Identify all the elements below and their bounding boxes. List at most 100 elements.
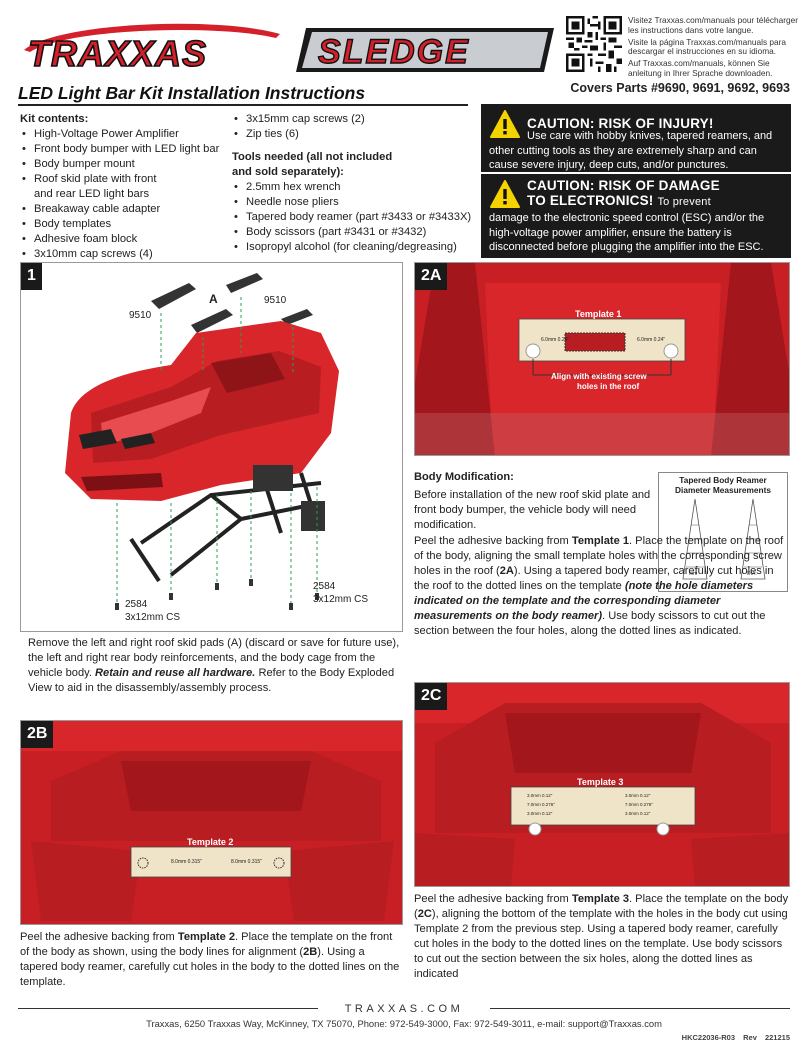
- callout-text-1: Align with existing screw: [551, 372, 647, 381]
- caution-electronics-lead: To prevent: [657, 196, 711, 208]
- lang-note-fr: Visitez Traxxas.com/manuals pour télécha…: [628, 15, 799, 35]
- step-1-text-emphasis: Retain and reuse all hardware.: [95, 667, 256, 680]
- lang-note-de: Auf Traxxas.com/manuals, können Sie anle…: [628, 58, 773, 78]
- list-item: Adhesive foam block: [20, 232, 225, 247]
- caution-electronics-heading-2: TO ELECTRONICS!: [527, 193, 654, 208]
- template-2-label: Template 2: [187, 837, 233, 847]
- footer-address: Traxxas, 6250 Traxxas Way, McKinney, TX …: [146, 1018, 662, 1029]
- step-number: 2B: [21, 721, 54, 748]
- dim-label: 6.0mm 0.24": [637, 337, 665, 343]
- body-mod-heading: Body Modification:: [414, 471, 514, 483]
- emphasis: (note the hole diameters indicated on th…: [414, 580, 754, 623]
- list-item: High-Voltage Power Amplifier: [20, 127, 225, 142]
- reamer-illustration: mm DIA.: [682, 498, 766, 580]
- doc-rev: Rev 221215: [743, 1033, 790, 1042]
- list-item: Zip ties (6): [232, 127, 482, 142]
- part-label-right: 9510: [264, 295, 287, 306]
- kit-list-2: 3x15mm cap screws (2) Zip ties (6): [232, 112, 482, 142]
- text-run: Peel the adhesive backing from: [414, 535, 572, 547]
- template-ref: Template 2: [177, 931, 236, 943]
- callout-text-2: holes in the roof: [577, 382, 640, 391]
- sledge-logo: SLEDGE: [296, 28, 554, 72]
- text-run: ). Using a tapered body reamer, carefull…: [20, 946, 400, 989]
- list-item: Body scissors (part #3431 or #3432): [232, 225, 482, 240]
- template-2-card: [130, 846, 292, 878]
- template-3-card: [510, 786, 696, 826]
- reamer-unit-2: DIA.: [747, 571, 757, 577]
- kit-contents: Kit contents: High-Voltage Power Amplifi…: [20, 112, 225, 262]
- kit-contents-continued: 3x15mm cap screws (2) Zip ties (6) Tools…: [232, 112, 482, 255]
- template-ref: Template 1: [571, 535, 630, 547]
- list-item: Roof skid plate with front: [20, 172, 225, 187]
- dim-label: 6.0mm 0.24": [541, 337, 569, 343]
- caution-injury-body: Use care with hobby knives, tapered ream…: [489, 130, 773, 172]
- list-item: Breakaway cable adapter: [20, 202, 225, 217]
- step-number: 1: [21, 263, 42, 290]
- tools-heading-2: and sold separately):: [232, 166, 344, 178]
- tools-list: 2.5mm hex wrench Needle nose pliers Tape…: [232, 180, 482, 255]
- caution-electronics-heading-1: CAUTION: RISK OF DAMAGE: [527, 178, 720, 194]
- caution-electronics: CAUTION: RISK OF DAMAGE TO ELECTRONICS! …: [481, 174, 791, 258]
- text-run: ). Using a tapered body reamer, carefull…: [414, 565, 774, 593]
- footer-rule-right: [490, 1008, 790, 1009]
- body-mod-intro: Body Modification: Before installation o…: [414, 470, 654, 533]
- body-mod-p1: Before installation of the new roof skid…: [414, 489, 651, 532]
- dim-label: 7.0mm 0.276": [527, 802, 555, 807]
- dim-label: 8.0mm 0.315": [231, 859, 262, 865]
- part-label-left: 9510: [129, 310, 152, 321]
- caution-injury-heading: CAUTION: RISK OF INJURY!: [527, 115, 714, 131]
- text-run: ), aligning the bottom of the template w…: [414, 908, 788, 981]
- footer-rule-left: [18, 1008, 318, 1009]
- body-mod-instructions: Peel the adhesive backing from Template …: [414, 534, 790, 640]
- step-2b-text: Peel the adhesive backing from Template …: [20, 930, 403, 990]
- reamer-title-2: Diameter Measurements: [675, 484, 771, 495]
- caution-electronics-body: damage to the electronic speed control (…: [489, 212, 765, 254]
- text-run: . Place the template on the roof of the …: [414, 535, 784, 578]
- roof-template-illustration: Template 1 6.0mm 0.24" 6.0mm 0.24" Align…: [415, 263, 789, 455]
- dim-label: 3.0mm 0.12": [625, 793, 651, 798]
- template-ref: Template 3: [571, 893, 630, 905]
- step-1-panel: 1 9510 9510 A: [20, 262, 403, 632]
- figure-ref: 2A: [499, 565, 514, 578]
- title-rule: [18, 104, 468, 106]
- list-item: 3x15mm cap screws (2): [232, 112, 482, 127]
- list-item: Body templates: [20, 217, 225, 232]
- brand-text: TRAXXAS: [28, 33, 207, 74]
- footer-codes: HKC22036-R03 Rev 221215: [682, 1033, 790, 1043]
- list-item: 2.5mm hex wrench: [232, 180, 482, 195]
- front-template-illustration: Template 2 8.0mm 0.315" 8.0mm 0.315": [21, 721, 402, 924]
- step-2b-panel: 2B Template 2 8.0mm 0.315" 8.0mm 0.315": [20, 720, 403, 925]
- page-title: LED Light Bar Kit Installation Instructi…: [18, 83, 366, 103]
- text-run: . Use body scissors to cut out the secti…: [414, 610, 766, 638]
- list-item: Front body bumper with LED light bar: [20, 142, 225, 157]
- text-run: . Place the template on the front of the…: [20, 931, 393, 959]
- lang-note-es: Visite la página Traxxas.com/manuals par…: [628, 36, 787, 57]
- figure-ref: 2B: [303, 946, 318, 959]
- caution-injury: CAUTION: RISK OF INJURY! Use care with h…: [481, 104, 791, 172]
- kit-heading: Kit contents:: [20, 113, 89, 125]
- list-item: 3x10mm cap screws (4): [20, 247, 225, 262]
- template-3-label: Template 3: [577, 777, 623, 787]
- warning-icon: [490, 110, 520, 138]
- covers-parts: Covers Parts #9690, 9691, 9692, 9693: [570, 81, 790, 95]
- text-run: Peel the adhesive backing from: [414, 893, 572, 905]
- screw-right-size: 3x12mm CS: [313, 594, 368, 605]
- dim-label: 8.0mm 0.315": [171, 859, 202, 865]
- figure-ref: 2C: [417, 908, 432, 921]
- language-notes: Visitez Traxxas.com/manuals pour télécha…: [628, 15, 804, 81]
- template-1-label: Template 1: [575, 309, 621, 319]
- screw-left-size: 3x12mm CS: [125, 612, 180, 623]
- list-item: Body bumper mount: [20, 157, 225, 172]
- label-a: A: [209, 292, 218, 306]
- screw-left-part: 2584: [125, 599, 148, 610]
- footer-brand: TRAXXAS.COM: [344, 1003, 464, 1015]
- tools-heading-1: Tools needed (all not included: [232, 151, 393, 163]
- dim-label: 3.0mm 0.12": [527, 811, 553, 816]
- step-2a-panel: 2A Template 1 6.0mm 0.24" 6.0mm 0.24" Al…: [414, 262, 790, 456]
- dim-label: 3.0mm 0.12": [625, 811, 651, 816]
- dim-label: 7.0mm 0.276": [625, 802, 653, 807]
- step-number: 2C: [415, 683, 448, 710]
- list-item-continued: and rear LED light bars: [34, 188, 150, 200]
- reamer-unit-1: mm: [689, 571, 697, 577]
- screw-right-part: 2584: [313, 581, 336, 592]
